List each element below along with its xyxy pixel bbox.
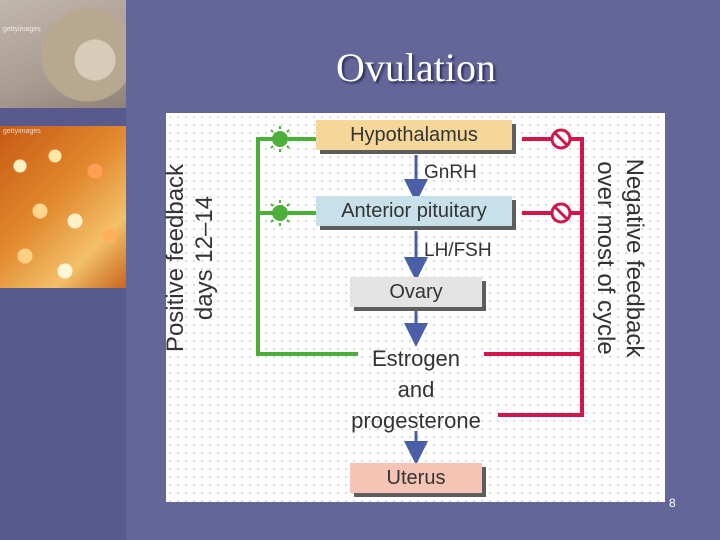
pills-photo: gettyimages — [0, 126, 126, 288]
positive-feedback-label: Positive feedback days 12–14 — [161, 126, 219, 390]
hormone-feedback-diagram: Hypothalamus GnRH Anterior pituitary LH/… — [162, 113, 665, 502]
negative-feedback-line1: Negative feedback — [621, 158, 648, 358]
page-number: 8 — [669, 496, 676, 510]
slide-title: Ovulation — [336, 45, 496, 90]
negative-feedback-path-lower — [498, 137, 584, 417]
negative-feedback-line2: over most of cycle — [592, 161, 619, 355]
positive-symbol-pituitary — [267, 200, 316, 226]
uterus-box: Uterus — [350, 463, 482, 493]
anterior-pituitary-box: Anterior pituitary — [316, 196, 512, 226]
lh-fsh-label: LH/FSH — [424, 240, 492, 261]
estrogen-line: Estrogen — [371, 346, 461, 371]
progesterone-line: progesterone — [351, 408, 481, 433]
photo-credit: gettyimages — [3, 26, 41, 33]
photo-credit: gettyimages — [3, 128, 41, 135]
negative-symbol-hypothalamus — [522, 128, 572, 150]
positive-symbol-hypothalamus — [267, 126, 316, 152]
pill-pack-photo: gettyimages — [0, 0, 126, 108]
diagram-connectors — [256, 126, 584, 465]
positive-feedback-line1: Positive feedback — [162, 163, 189, 353]
ovary-box: Ovary — [350, 277, 482, 307]
estrogen-progesterone-label: Estrogen and progesterone — [324, 343, 508, 436]
positive-feedback-path — [256, 137, 358, 356]
gnrh-label: GnRH — [424, 162, 477, 183]
negative-feedback-label: Negative feedback over most of cycle — [591, 118, 649, 398]
negative-symbol-pituitary — [522, 202, 572, 224]
and-line: and — [397, 377, 435, 402]
positive-feedback-line2: days 12–14 — [191, 195, 218, 321]
hypothalamus-box: Hypothalamus — [316, 120, 512, 150]
